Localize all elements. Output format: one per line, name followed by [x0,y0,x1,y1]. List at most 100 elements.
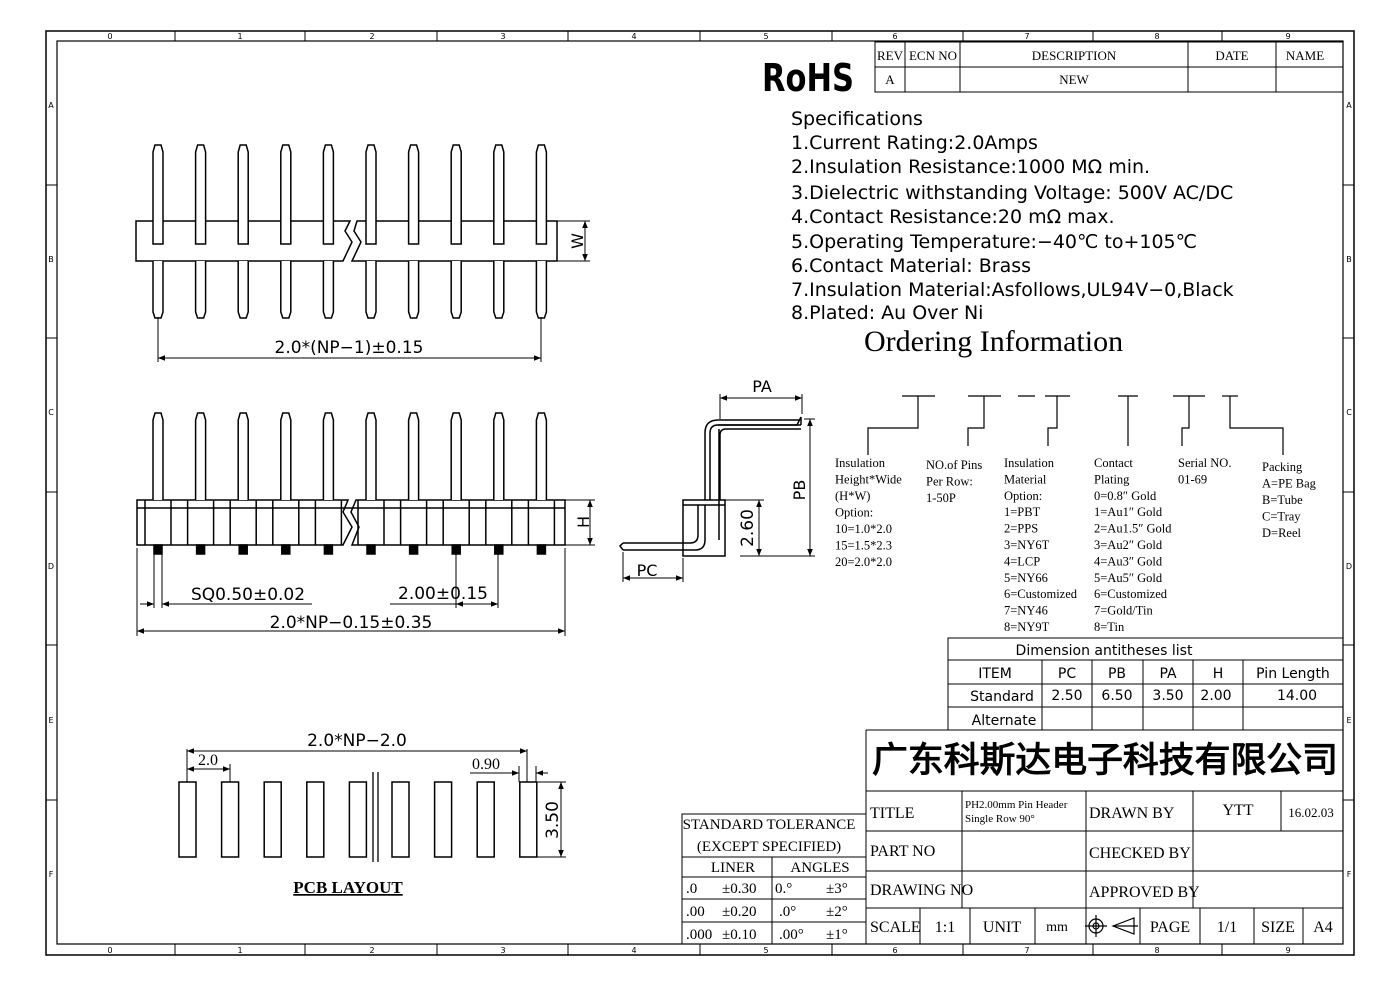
dim-header-pc: PC [1058,666,1076,682]
spec-heading: Specifications [791,108,923,130]
top-view-pin-tail [493,261,505,319]
pcb-pad [306,781,325,858]
dim-standard-h: 2.00 [1200,688,1231,704]
dimension-table-title: Dimension antitheses list [1016,643,1193,659]
top-view-pin [365,144,377,245]
frame-column-label: 2 [369,946,374,955]
spec-item: 1.Current Rating:2.0Amps [791,132,1038,154]
front-view-pin [152,412,164,500]
height-width-option: Insulation Height*Wide (H*W) Option: 10=… [835,456,905,569]
pcb-layout-drawing [178,748,566,862]
dim-standard-label: Standard [970,689,1034,705]
dim-header-pb: PB [1108,666,1126,682]
angles-header: ANGLES [790,860,849,876]
pitch-dimension-label: 2.00±0.15 [398,584,488,604]
pcb-pad [476,781,495,858]
title-block [865,729,1343,944]
height-dimension-label: H [574,516,593,528]
tolerance-angle-precision: 0.° [775,881,792,897]
frame-column-label: 0 [107,32,112,41]
front-view-drawing [136,412,566,555]
date-header: DATE [1215,48,1248,63]
front-view-pin [450,412,462,500]
part-no-label: PART NO [870,843,935,860]
front-view-pin [493,412,505,500]
tolerance-liner-precision: .00 [686,904,705,920]
frame-column-label: 7 [1024,32,1029,41]
size-value: A4 [1313,919,1333,936]
spec-item: 5.Operating Temperature:−40℃ to+105℃ [791,231,1197,253]
top-view-pin [450,144,462,245]
pcb-pad-height-label: 3.50 [543,801,563,839]
spec-item: 3.Dielectric withstanding Voltage: 500V … [791,182,1233,204]
top-view-pin-tail [152,261,164,319]
pcb-pad [263,781,282,858]
frame-row-label: A [1346,101,1352,110]
tolerance-liner-value: ±0.20 [722,904,756,920]
front-view-pin [365,412,377,500]
pcb-pad-width-label: 0.90 [472,756,500,773]
pa-dimension-label: PA [752,377,772,396]
dim-standard-pa: 3.50 [1152,688,1183,704]
drawing-date: 16.02.03 [1288,805,1334,820]
width-dimension-label: W [568,233,587,249]
frame-column-label: 7 [1024,946,1029,955]
dim-header-pa: PA [1159,666,1177,682]
spec-item: 6.Contact Material: Brass [791,255,1031,277]
frame-row-label: A [48,101,54,110]
projection-symbol-icon [1085,915,1138,937]
tolerance-title: STANDARD TOLERANCE [683,817,856,833]
pcb-pad [348,781,368,858]
tolerance-liner-precision: .0 [686,881,697,897]
revision-table: REV ECN NO DESCRIPTION DATE NAME A NEW [874,41,1344,93]
frame-row-label: F [1347,870,1352,879]
frame-column-label: 1 [237,946,242,955]
dim-header-h: H [1213,666,1224,682]
top-view-pin [493,144,505,245]
tolerance-liner-value: ±0.30 [722,881,756,897]
top-view-dimensions [157,220,590,362]
pin-span-dimension-label: 2.0*(NP−1)±0.15 [275,338,424,358]
company-name: 广东科斯达电子科技有限公司 [872,741,1338,781]
frame-column-label: 4 [631,946,636,955]
description-value: NEW [1059,72,1089,87]
pb-dimension-label: PB [790,480,809,501]
spec-item: 7.Insulation Material:Asfollows,UL94V−0,… [791,279,1234,301]
front-view-pin [280,412,292,500]
ordering-title: Ordering Information [864,325,1123,358]
ecn-header: ECN NO [909,48,957,63]
unit-label: UNIT [983,919,1021,936]
tolerance-liner-value: ±0.10 [722,927,756,943]
frame-column-label: 4 [631,32,636,41]
rohs-mark: RoHS [762,56,854,100]
dim-alternate-label: Alternate [972,713,1037,729]
tolerance-angle-value: ±2° [826,904,848,920]
side-view-drawing [619,416,802,557]
tolerance-angle-precision: .00° [779,927,804,943]
front-view-pin-end [323,544,334,555]
front-view-pin-end [281,544,291,555]
frame-column-label: 9 [1285,32,1290,41]
front-view-pin [322,412,335,500]
front-view-pin-end [366,544,376,555]
scale-label: SCALE [870,919,921,936]
drawing-no-label: DRAWING NO [870,882,973,899]
title-label: TITLE [870,805,914,822]
ordering-options: Insulation Height*Wide (H*W) Option: 10=… [835,456,1317,634]
front-view-dimensions [136,499,595,636]
top-view-pin-tail [365,261,377,319]
frame-column-label: 5 [763,946,768,955]
tolerance-subtitle: (EXCEPT SPECIFIED) [697,839,841,855]
frame-row-label: F [49,870,54,879]
top-view-pin-tail [322,261,335,319]
top-view-pin-tail [407,261,420,319]
frame-column-label: 8 [1154,946,1159,955]
front-view-pin-end [408,544,419,555]
frame-column-label: 6 [892,946,897,955]
approved-by-label: APPROVED BY [1089,884,1200,901]
tolerance-liner-precision: .000 [686,927,712,943]
name-header: NAME [1286,48,1324,63]
tolerance-angle-precision: .0° [779,904,796,920]
height-2-60-dimension-label: 2.60 [738,509,758,547]
